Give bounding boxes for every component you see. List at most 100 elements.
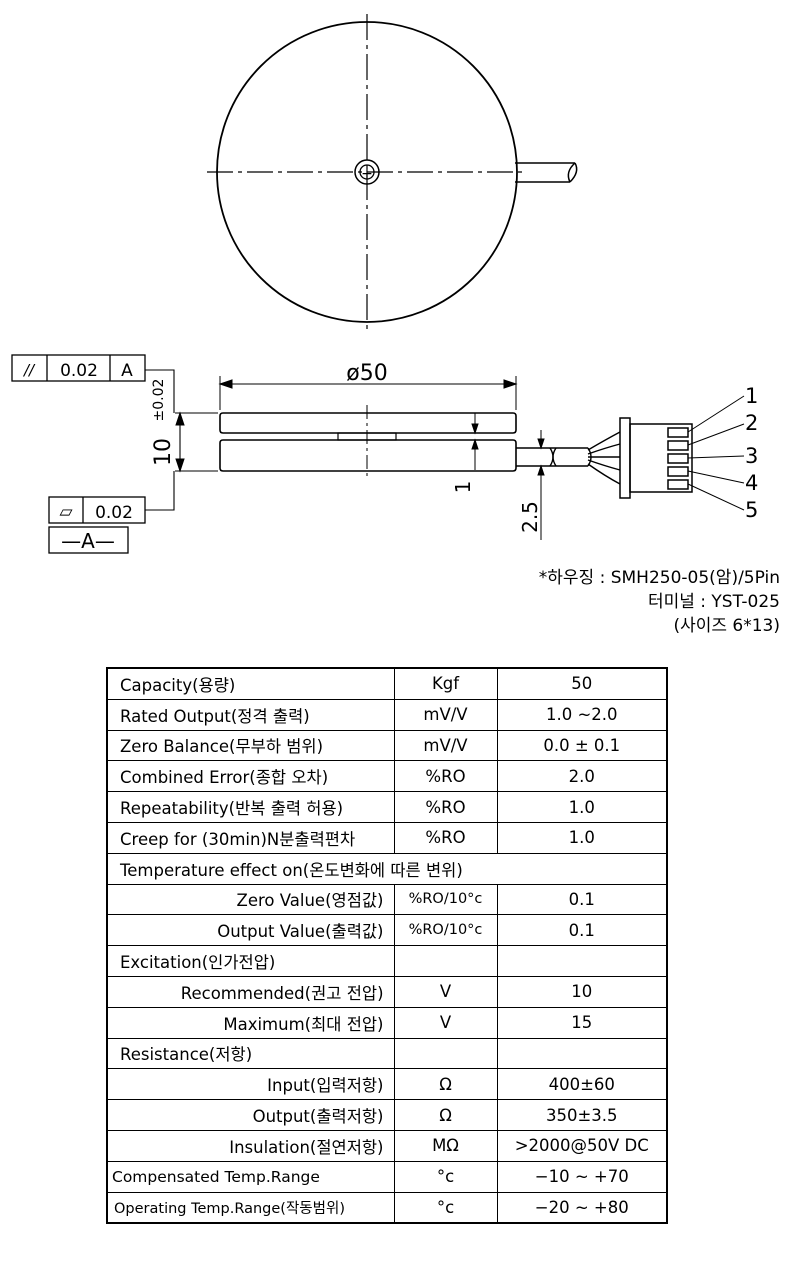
- spec-value: [496, 1037, 668, 1070]
- parallelism-datum: A: [121, 361, 133, 381]
- spec-unit: %RO: [393, 791, 498, 823]
- spec-value: >2000@50V DC: [496, 1129, 668, 1162]
- cable-dim-label: 2.5: [518, 501, 542, 533]
- spec-label: Input(입력저항): [106, 1068, 395, 1101]
- table-row: Operating Temp.Range(작동범위) °c −20 ~ +80: [106, 1191, 668, 1224]
- datum-label: —A—: [61, 529, 115, 553]
- spec-label: Repeatability(반복 출력 허용): [106, 791, 395, 823]
- table-row: Insulation(절연저항) MΩ >2000@50V DC: [106, 1129, 668, 1162]
- pin-1-label: 1: [745, 384, 758, 408]
- table-row: Repeatability(반복 출력 허용) %RO 1.0: [106, 791, 668, 823]
- spec-label: Maximum(최대 전압): [106, 1006, 395, 1039]
- height-tolerance-label: ±0.02: [151, 379, 167, 422]
- spec-value: 0.1: [496, 883, 668, 916]
- table-row: Output(출력저항) Ω 350±3.5: [106, 1099, 668, 1131]
- spec-value: 2.0: [496, 760, 668, 793]
- center-hole-outer: [354, 159, 380, 185]
- spec-label: Combined Error(종합 오차): [106, 760, 395, 793]
- diameter-label: ø50: [346, 361, 387, 386]
- spec-value: 1.0 ~2.0: [496, 698, 668, 731]
- spec-label: Zero Balance(무부하 범위): [106, 729, 395, 762]
- spec-value: 400±60: [496, 1068, 668, 1101]
- pin-4-label: 4: [745, 471, 758, 495]
- parallelism-value: 0.02: [60, 361, 98, 381]
- top-view: [207, 14, 578, 332]
- spec-value: 10: [496, 975, 668, 1008]
- height-label: 10: [151, 438, 176, 466]
- spec-unit: %RO: [393, 821, 498, 854]
- parallelism-frame: [11, 354, 146, 382]
- spec-unit: Ω: [393, 1068, 498, 1101]
- table-row: Creep for (30min)N분출력편차 %RO 1.0: [106, 821, 668, 854]
- spec-unit: %RO: [393, 760, 498, 793]
- table-row: Rated Output(정격 출력) mV/V 1.0 ~2.0: [106, 698, 668, 731]
- spec-unit: [393, 1037, 498, 1070]
- table-row: Maximum(최대 전압) V 15: [106, 1006, 668, 1039]
- table-row: Zero Balance(무부하 범위) mV/V 0.0 ± 0.1: [106, 729, 668, 762]
- table-row: Compensated Temp.Range °c −10 ~ +70: [106, 1160, 668, 1193]
- spec-unit: mV/V: [393, 729, 498, 762]
- spec-unit: V: [393, 1006, 498, 1039]
- spec-unit: mV/V: [393, 698, 498, 731]
- spec-unit: Ω: [393, 1099, 498, 1131]
- housing-note: *하우징 : SMH250-05(암)/5Pin: [538, 568, 780, 588]
- center-mark: +: [361, 166, 373, 182]
- spec-label: Resistance(저항): [106, 1037, 395, 1070]
- flatness-symbol: ▱: [59, 502, 73, 522]
- spec-unit: MΩ: [393, 1129, 498, 1162]
- table-row: Combined Error(종합 오차) %RO 2.0: [106, 760, 668, 793]
- spec-value: 15: [496, 1006, 668, 1039]
- spec-label: Output Value(출력값): [106, 914, 395, 947]
- spec-label: Zero Value(영점값): [106, 883, 395, 916]
- spec-value: −20 ~ +80: [496, 1191, 668, 1224]
- specification-table: Capacity(용량) Kgf 50 Rated Output(정격 출력) …: [106, 667, 668, 1225]
- cable-top-view: [515, 162, 578, 183]
- terminal-note: 터미널 : YST-025: [647, 592, 780, 612]
- side-view: [11, 354, 745, 554]
- spec-value: 1.0: [496, 821, 668, 854]
- spec-unit: °c: [393, 1191, 498, 1224]
- table-row: Output Value(출력값) %RO/10°c 0.1: [106, 914, 668, 947]
- spec-value: 50: [496, 667, 668, 700]
- spec-value: −10 ~ +70: [496, 1160, 668, 1193]
- center-hole-inner: [359, 164, 375, 180]
- pin-3-label: 3: [745, 444, 758, 468]
- spec-label: Rated Output(정격 출력): [106, 698, 395, 731]
- spec-label: Capacity(용량): [106, 667, 395, 700]
- flatness-frame: [48, 496, 146, 554]
- table-row: Excitation(인가전압): [106, 945, 668, 977]
- spec-section-header: Temperature effect on(온도변화에 따른 변위): [106, 852, 668, 885]
- technical-drawing: +: [11, 14, 758, 554]
- spec-value: 0.0 ± 0.1: [496, 729, 668, 762]
- pin-leaders: [687, 395, 745, 511]
- table-row: Resistance(저항): [106, 1037, 668, 1070]
- spec-label: Insulation(절연저항): [106, 1129, 395, 1162]
- spec-value: 350±3.5: [496, 1099, 668, 1131]
- spec-value: 0.1: [496, 914, 668, 947]
- spec-value: 1.0: [496, 791, 668, 823]
- table-row: Zero Value(영점값) %RO/10°c 0.1: [106, 883, 668, 916]
- spec-label: Compensated Temp.Range: [106, 1160, 395, 1193]
- spec-label: Output(출력저항): [106, 1099, 395, 1131]
- spec-label: Recommended(권고 전압): [106, 975, 395, 1008]
- spec-value: [496, 945, 668, 977]
- spec-label: Creep for (30min)N분출력편차: [106, 821, 395, 854]
- pin-5-label: 5: [745, 498, 758, 522]
- table-row: Recommended(권고 전압) V 10: [106, 975, 668, 1008]
- pin-2-label: 2: [745, 411, 758, 435]
- lower-plate: [219, 439, 517, 472]
- spec-unit: Kgf: [393, 667, 498, 700]
- spec-label: Excitation(인가전압): [106, 945, 395, 977]
- spec-unit: %RO/10°c: [393, 883, 498, 916]
- table-row: Capacity(용량) Kgf 50: [106, 667, 668, 700]
- cable-side-view: [516, 431, 621, 485]
- flatness-value: 0.02: [95, 503, 133, 523]
- upper-plate: [219, 412, 517, 434]
- spec-unit: %RO/10°c: [393, 914, 498, 947]
- parallelism-symbol: //: [22, 361, 36, 379]
- table-row: Input(입력저항) Ω 400±60: [106, 1068, 668, 1101]
- table-row: Temperature effect on(온도변화에 따른 변위): [106, 852, 668, 885]
- gap-label: 1: [451, 481, 475, 494]
- spec-unit: °c: [393, 1160, 498, 1193]
- spec-unit: V: [393, 975, 498, 1008]
